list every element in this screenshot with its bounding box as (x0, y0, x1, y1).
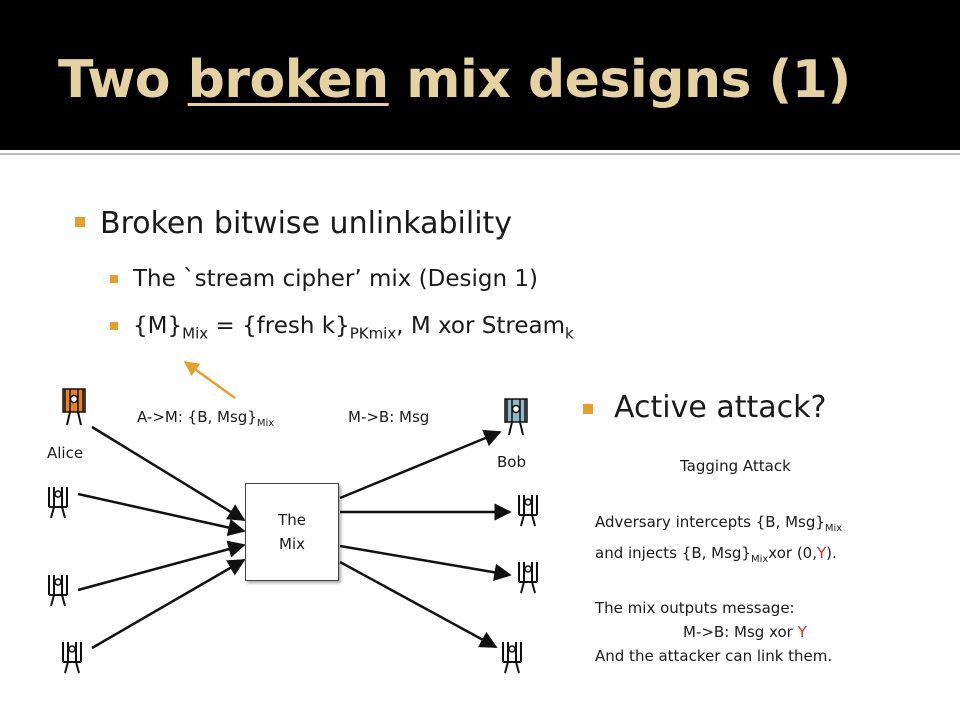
attack-line-5: And the attacker can link them. (595, 647, 833, 665)
bullet-square (583, 404, 593, 414)
attack-line-4: M->B: Msg xor Y (683, 623, 807, 641)
bullet-square (110, 275, 118, 283)
sender-user-icon (62, 641, 82, 674)
bullet-broken-unlinkability: Broken bitwise unlinkability (100, 206, 513, 241)
attack-description: Adversary intercepts {B, Msg}Mix and inj… (595, 510, 842, 668)
bob-label: Bob (497, 453, 526, 471)
message-alice-to-mix: A->M: {B, Msg}Mix (137, 408, 275, 429)
bullet-stream-cipher-mix: The `stream cipher’ mix (Design 1) (133, 266, 538, 292)
title-part-1: Two (58, 50, 188, 110)
title-part-2: mix designs (1) (388, 50, 851, 110)
recipient-user-icon (518, 561, 538, 594)
mix-label-line1: The (278, 511, 306, 529)
tagging-attack-heading: Tagging Attack (680, 457, 791, 475)
recipient-user-icon (502, 641, 522, 674)
attack-line-2: and injects {B, Msg}Mixxor (0,Y). (595, 544, 837, 565)
arrow-mix-to-recipient3 (339, 544, 512, 581)
title-divider (0, 153, 960, 155)
attack-line-1: Adversary intercepts {B, Msg}Mix (595, 513, 843, 534)
arrow-mix-to-recipient4 (339, 560, 498, 649)
arrow-mix-to-bob (339, 429, 502, 500)
sender-user-icon (48, 574, 68, 607)
arrow-alice-to-mix (91, 425, 246, 522)
alice-label: Alice (47, 444, 84, 462)
arrow-user3-to-mix (77, 540, 246, 592)
sender-user-icon (48, 486, 68, 519)
arrow-user4-to-mix (91, 558, 246, 650)
mix-box: The Mix (245, 483, 339, 581)
bullet-square (110, 322, 118, 330)
bob-icon (504, 398, 528, 436)
alice-icon (62, 388, 86, 426)
annotation-arrow (183, 360, 236, 400)
title-bar (0, 0, 960, 150)
attack-line-3: The mix outputs message: (595, 599, 795, 617)
recipient-user-icon (518, 494, 538, 527)
bullet-formula: {M}Mix = {fresh k}PKmix, M xor Streamk (133, 313, 574, 343)
title-underlined-word: broken (187, 50, 390, 110)
slide-title: Two broken mix designs (1) (58, 50, 851, 110)
mix-label-line2: Mix (279, 535, 305, 553)
bullet-active-attack: Active attack? (614, 390, 827, 425)
bullet-square (75, 217, 85, 227)
message-mix-to-bob: M->B: Msg (348, 408, 430, 426)
arrow-user2-to-mix (77, 492, 246, 537)
